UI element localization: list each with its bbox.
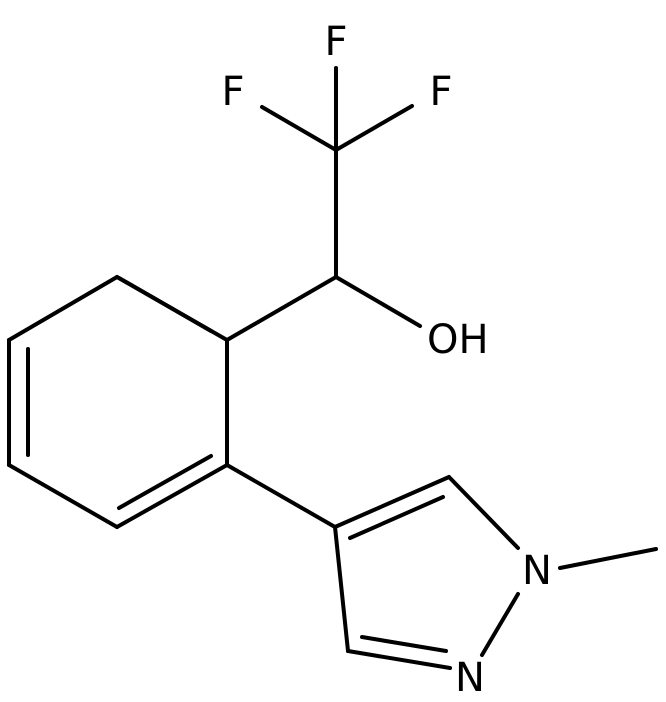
bond-benzene-5 [115,463,229,529]
bond-pyrazole-c3-c4 [333,525,350,653]
bond-benzene-pyrazole [225,463,337,529]
atom-label-n-methyl: N [522,548,552,594]
bond-pyrazole-n2-c3-inner [360,635,448,653]
atom-label-f-right: F [429,69,452,115]
bond-n-methyl [558,547,658,570]
atom-label-f-left: F [221,69,244,115]
atom-label-n-ring: N [455,655,485,701]
bond-pyrazole-c4-c5 [333,475,451,529]
bond-pyrazole-c5-n1 [447,475,520,550]
bond-benzene-5-inner [117,454,213,510]
bond-benzene-1-inner [117,276,213,333]
bond-benzene-4 [7,463,119,529]
bond-cf3-f-left [260,105,338,152]
bond-carbinol-ring [225,275,338,342]
atom-label-hydroxyl: OH [427,317,489,363]
bond-pyrazole-n1-n2 [480,592,520,657]
bond-carbinol-oh [334,275,422,328]
atom-label-f-top: F [324,19,347,65]
bond-pyrazole-c4-c5-inner [348,495,445,540]
bond-pyrazole-n2-c3 [346,649,452,670]
bond-benzene-2 [7,275,119,342]
bond-cf3-f-right [334,104,414,152]
